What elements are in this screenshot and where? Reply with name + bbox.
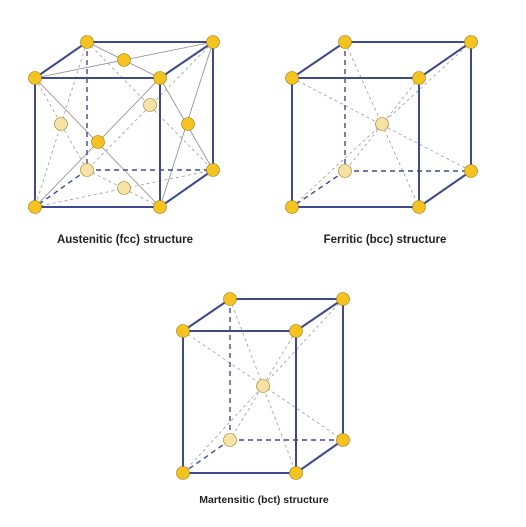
bct-hidden-edges <box>182 299 343 474</box>
bct-atom-corner <box>176 466 190 480</box>
fcc-atom-bottom-face <box>117 181 131 195</box>
bcc-unit-cell: Ferritic (bcc) structure <box>285 35 478 246</box>
bcc-atom-body-center <box>375 117 389 131</box>
bct-atom-corner <box>223 292 237 306</box>
fcc-atom-corner <box>28 200 42 214</box>
bct-atom-corner <box>336 433 350 447</box>
bct-atom-back-corner <box>223 433 237 447</box>
bct-atom-corner <box>336 292 350 306</box>
bcc-atom-corner <box>338 35 352 49</box>
bcc-atoms <box>285 35 478 214</box>
bct-atoms <box>176 292 350 480</box>
bct-atom-body-center <box>256 379 270 393</box>
bct-caption: Martensitic (bct) structure <box>199 494 329 506</box>
bct-unit-cell: Martensitic (bct) structure <box>176 292 350 506</box>
fcc-atom-front-face <box>91 135 105 149</box>
fcc-atom-corner <box>153 200 167 214</box>
fcc-atom-corner <box>28 71 42 85</box>
fcc-front-atoms <box>28 35 220 214</box>
fcc-atom-back-face <box>143 98 157 112</box>
fcc-atom-corner <box>80 35 94 49</box>
bcc-atom-corner <box>412 71 426 85</box>
fcc-atom-corner <box>206 35 220 49</box>
bct-atom-corner <box>176 324 190 338</box>
bcc-atom-corner <box>464 35 478 49</box>
bct-atom-corner <box>289 324 303 338</box>
bcc-atom-corner <box>412 200 426 214</box>
fcc-atom-right-face <box>181 117 195 131</box>
fcc-hidden-edges <box>34 42 213 208</box>
fcc-atom-back-corner <box>80 163 94 177</box>
bcc-hidden-edges <box>291 42 471 208</box>
bcc-atom-corner <box>464 164 478 178</box>
fcc-atom-left-face <box>54 117 68 131</box>
fcc-atom-top-face <box>117 53 131 67</box>
fcc-caption: Austenitic (fcc) structure <box>57 234 193 246</box>
bcc-atom-back-corner <box>338 164 352 178</box>
bcc-caption: Ferritic (bcc) structure <box>324 234 447 246</box>
fcc-atom-corner <box>206 163 220 177</box>
bcc-atom-corner <box>285 71 299 85</box>
bct-atom-corner <box>289 466 303 480</box>
bcc-atom-corner <box>285 200 299 214</box>
fcc-unit-cell: Austenitic (fcc) structure <box>28 35 220 246</box>
fcc-atom-corner <box>153 71 167 85</box>
fcc-back-atoms <box>54 98 157 195</box>
